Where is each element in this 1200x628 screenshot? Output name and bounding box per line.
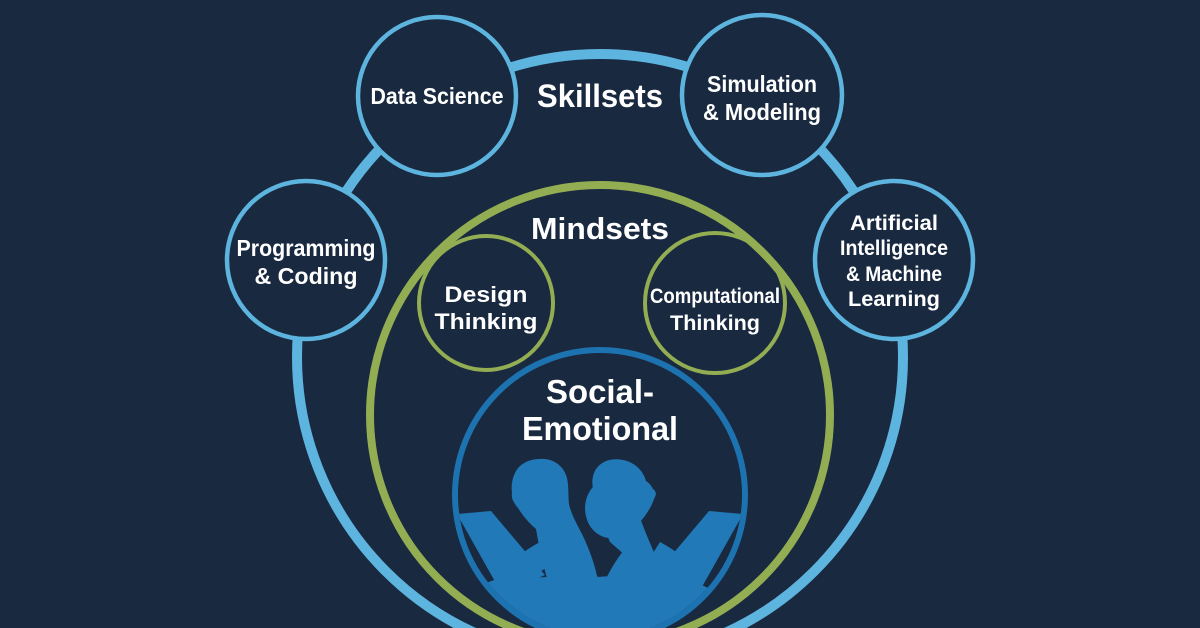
programming-coding-label-line-1: Programming xyxy=(237,235,376,261)
circle-data-science xyxy=(355,14,519,178)
circle-simulation-modeling xyxy=(679,12,845,178)
girl-torso xyxy=(592,518,678,616)
ai-ml-label-line-2: Intelligence xyxy=(840,237,948,260)
design-thinking-label-line-2: Thinking xyxy=(435,309,538,334)
skillsets-ring xyxy=(292,49,908,628)
ai-ml-label-line-1: Artificial xyxy=(850,212,938,235)
social-emotional-label-line-2: Emotional xyxy=(522,410,678,447)
mindsets-ring-label: Mindsets xyxy=(531,211,669,246)
data-science-label: Data Science xyxy=(371,83,504,109)
simulation-modeling-label-line-1: Simulation xyxy=(707,71,817,97)
ai-ml-label-line-4: Learning xyxy=(848,288,940,311)
mindsets-ring xyxy=(366,181,834,628)
computational-thinking-label-line-1: Computational xyxy=(650,285,780,308)
ai-ml-label-line-3: & Machine xyxy=(846,263,942,286)
circle-computational-thinking xyxy=(643,231,787,375)
design-thinking-label-line-1: Design xyxy=(445,282,528,307)
programming-coding-label-line-2: & Coding xyxy=(255,263,358,289)
skillsets-ring-label: Skillsets xyxy=(537,78,663,114)
social-emotional-label-line-1: Social- xyxy=(546,373,654,410)
circle-design-thinking xyxy=(417,234,555,372)
girl-ponytail xyxy=(585,480,615,538)
girl-arm xyxy=(646,542,700,588)
boy-silhouette xyxy=(511,458,601,614)
simulation-modeling-label-line-2: & Modeling xyxy=(703,99,821,125)
circle-programming-coding xyxy=(224,178,388,342)
two-children-back-to-back-with-laptops-icon xyxy=(458,458,742,628)
boy-arm xyxy=(500,542,554,588)
circle-ai-ml xyxy=(812,178,976,342)
silhouette-bottom-mass xyxy=(458,576,742,628)
computational-thinking-label-line-2: Thinking xyxy=(670,312,760,335)
